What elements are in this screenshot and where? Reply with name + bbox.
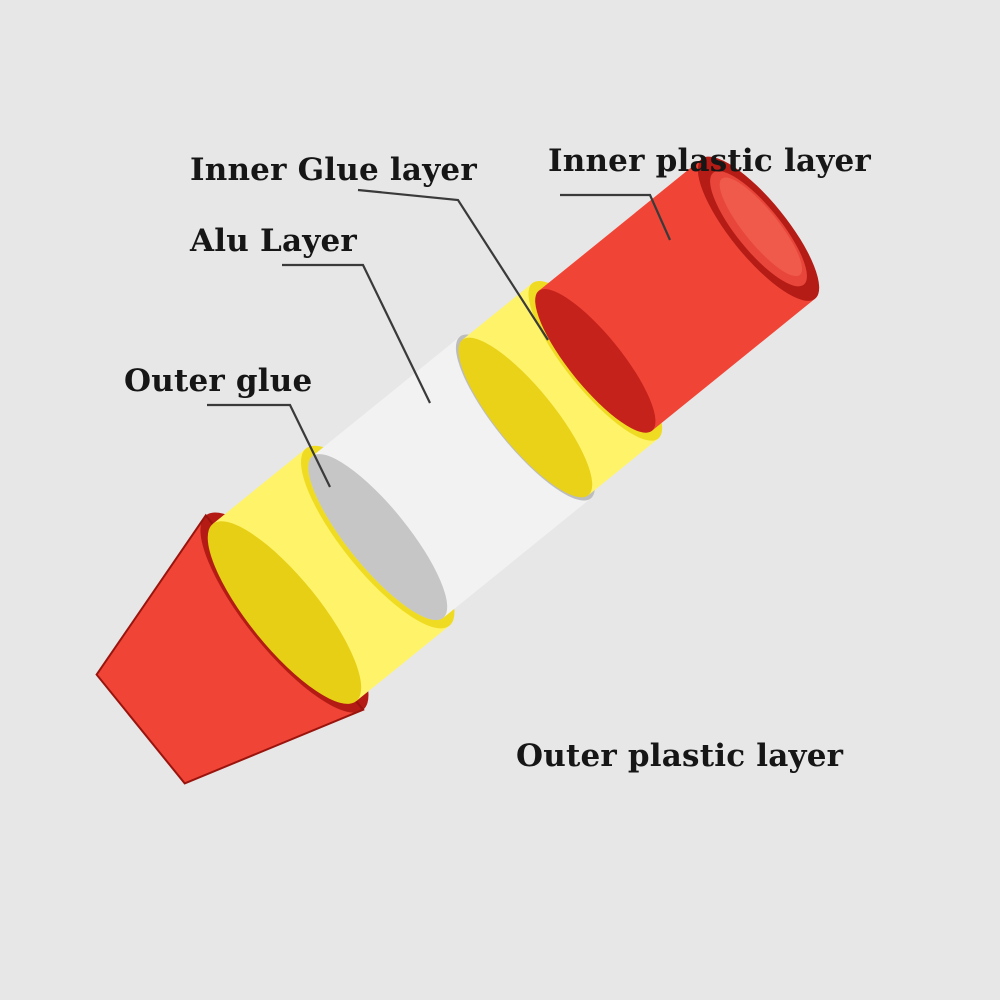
label-outer-glue: Outer glue [124,363,313,399]
leader-inner-glue [357,188,549,341]
label-outer-plastic-layer: Outer plastic layer [516,738,844,774]
leader-lines [207,188,672,488]
label-inner-plastic-layer: Inner plastic layer [548,143,871,179]
label-inner-glue-layer: Inner Glue layer [190,152,477,188]
leader-outer-glue [207,403,331,488]
label-alu-layer: Alu Layer [190,223,357,259]
inner-plastic-layer-shape [535,156,820,433]
leader-alu [282,263,431,404]
leader-inner-plastic [560,193,672,241]
